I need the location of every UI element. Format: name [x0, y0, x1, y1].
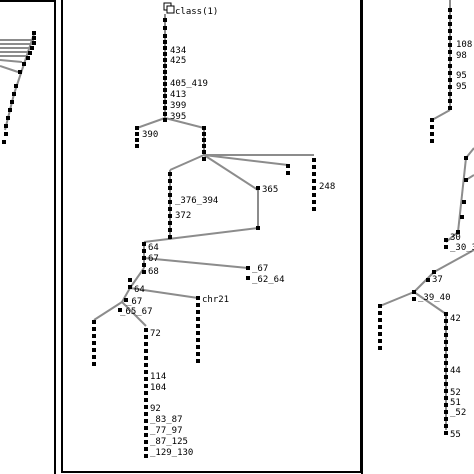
right-tree-labels: 108 98 95 95 30 _30_3 37 _39_40 42 44 52…	[418, 40, 474, 440]
node-label: _65_67	[120, 307, 153, 317]
node-label: 67	[148, 254, 159, 264]
node-label: _87_125	[150, 437, 188, 447]
node-label: _83_87	[150, 415, 183, 425]
node-label: 365	[262, 185, 278, 195]
center-panel: class(1)	[61, 0, 362, 473]
node-label: 64	[134, 285, 145, 295]
node-label: _30_3	[450, 243, 474, 253]
node-label: 104	[150, 383, 166, 393]
node-label: 405_419	[170, 79, 208, 89]
node-label: _67	[252, 264, 268, 274]
node-label: 44	[450, 366, 461, 376]
node-label: 114	[150, 372, 166, 382]
node-label: 248	[319, 182, 335, 192]
right-panel: 108 98 95 95 30 _30_3 37 _39_40 42 44 52…	[361, 0, 474, 474]
node-label: 92	[150, 404, 161, 414]
root-node[interactable]: class(1)	[163, 2, 218, 17]
node-label: 52	[450, 388, 461, 398]
node-label: 98	[456, 51, 467, 61]
root-label: class(1)	[175, 7, 218, 17]
node-label: _39_40	[418, 293, 451, 303]
node-label: 108	[456, 40, 472, 50]
node-label: _67	[126, 297, 142, 307]
node-label: 64	[148, 243, 159, 253]
node-label: 395	[170, 112, 186, 122]
node-label: 72	[150, 329, 161, 339]
node-label: 425	[170, 56, 186, 66]
node-label: chr21	[202, 295, 229, 305]
node-label: 51	[450, 398, 461, 408]
node-label: 95	[456, 71, 467, 81]
node-label: _129_130	[150, 448, 193, 458]
node-label: _52	[450, 408, 466, 418]
left-panel	[0, 0, 56, 474]
node-label: 390	[142, 130, 158, 140]
node-label: 399	[170, 101, 186, 111]
right-tree-nodes	[378, 8, 468, 435]
node-label: _77_97	[150, 426, 183, 436]
node-label: _376_394	[175, 196, 218, 206]
node-label: 37	[432, 275, 443, 285]
node-label: 413	[170, 90, 186, 100]
node-label: 30	[450, 233, 461, 243]
node-label: 434	[170, 46, 186, 56]
node-label: _62_64	[252, 275, 285, 285]
node-label: 55	[450, 430, 461, 440]
center-tree-nodes	[92, 18, 316, 458]
left-tree-edges	[0, 33, 35, 131]
node-label: 68	[148, 267, 159, 277]
left-tree-nodes	[2, 31, 36, 144]
center-tree-labels: 434 425 405_419 413 399 395 390 365 _376…	[120, 46, 335, 458]
node-label: 42	[450, 314, 461, 324]
node-label: 372	[175, 211, 191, 221]
node-label: 95	[456, 82, 467, 92]
